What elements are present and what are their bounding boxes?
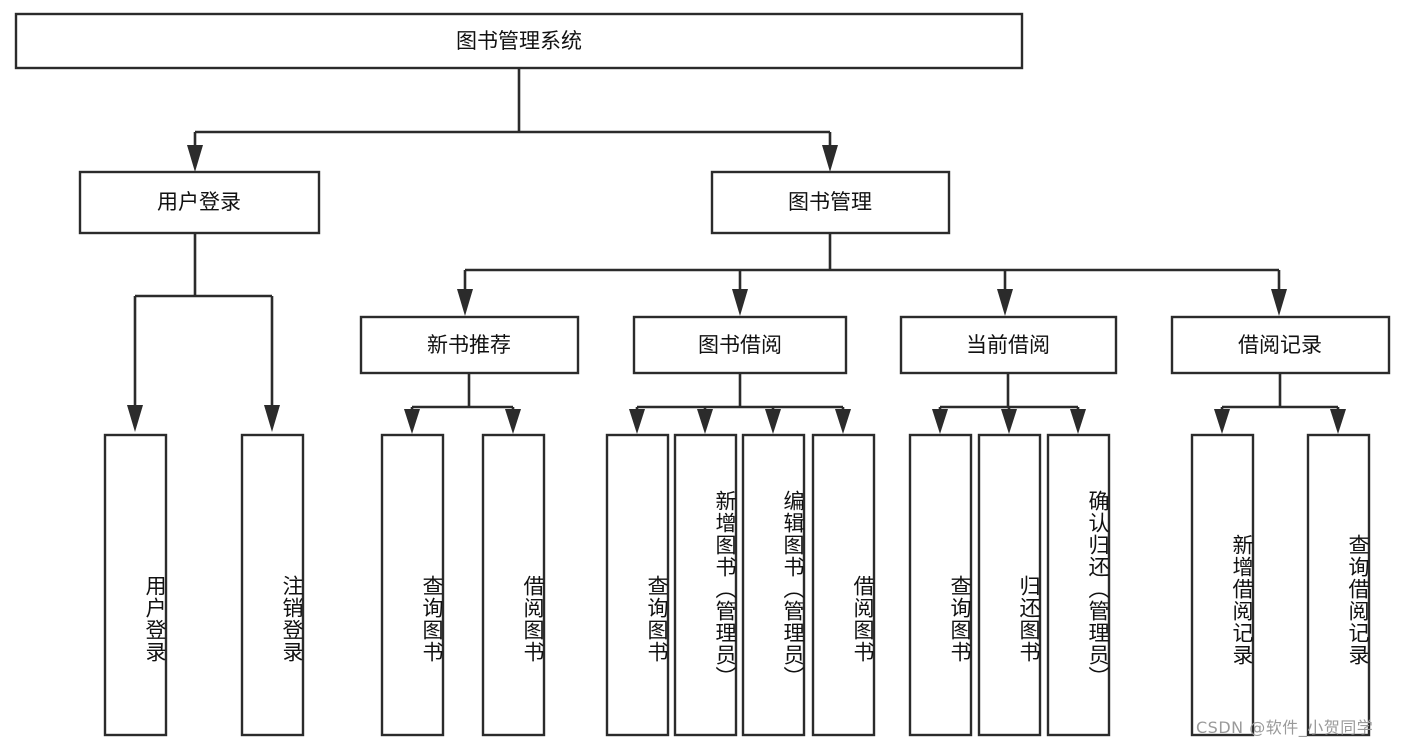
node-leaf-bb-borrow-book[interactable] (811, 433, 876, 737)
node-user-login[interactable] (78, 170, 321, 235)
arrowhead-nb-query (404, 409, 420, 434)
node-leaf-cb-query-book[interactable] (908, 433, 973, 737)
node-leaf-br-add-record[interactable] (1190, 433, 1255, 737)
node-borrow-record[interactable] (1170, 315, 1391, 375)
node-root-label: 图书管理系统 (456, 29, 582, 53)
arrowhead-cb-query (932, 409, 948, 434)
node-book-management-label: 图书管理 (788, 190, 872, 214)
node-root-book-management-system[interactable] (14, 12, 1024, 70)
arrowhead-user-login (187, 145, 203, 172)
arrowhead-leaf-user-login (127, 405, 143, 432)
node-book-borrow-label: 图书借阅 (698, 333, 782, 357)
arrowhead-borrow-record (1271, 289, 1287, 316)
arrowhead-nb-borrow (505, 409, 521, 434)
node-leaf-nb-query-book[interactable] (380, 433, 445, 737)
node-leaf-cb-return-book[interactable] (977, 433, 1042, 737)
node-leaf-bb-edit-book[interactable] (741, 433, 806, 737)
arrowhead-bb-query (629, 409, 645, 434)
connector-layer (127, 69, 1346, 434)
node-book-borrow[interactable] (632, 315, 848, 375)
csdn-watermark: CSDN @软件_小贺同学 (1196, 718, 1374, 737)
node-leaf-nb-borrow-book[interactable] (481, 433, 546, 737)
arrowhead-cb-confirm (1070, 409, 1086, 434)
node-borrow-record-label: 借阅记录 (1238, 333, 1322, 357)
arrowhead-book-manage (822, 145, 838, 172)
node-book-management[interactable] (710, 170, 951, 235)
arrowhead-cb-return (1001, 409, 1017, 434)
node-leaf-logout[interactable] (240, 433, 305, 737)
arrowhead-bb-edit (765, 409, 781, 434)
node-new-book-recommend[interactable] (359, 315, 580, 375)
node-leaf-bb-add-book[interactable] (673, 433, 738, 737)
arrowhead-br-query (1330, 409, 1346, 434)
arrowhead-bb-borrow (835, 409, 851, 434)
arrowhead-new-book (457, 289, 473, 316)
arrowhead-book-borrow (732, 289, 748, 316)
node-current-borrow[interactable] (899, 315, 1118, 375)
node-user-login-label: 用户登录 (157, 190, 241, 214)
node-leaf-cb-confirm-return[interactable] (1046, 433, 1111, 737)
arrowhead-leaf-logout (264, 405, 280, 432)
node-leaf-bb-query-book[interactable] (605, 433, 670, 737)
node-current-borrow-label: 当前借阅 (966, 333, 1050, 357)
node-leaf-user-login[interactable] (103, 433, 168, 737)
arrowhead-bb-add (697, 409, 713, 434)
node-new-book-recommend-label: 新书推荐 (427, 333, 511, 357)
node-layer: 图书管理系统 用户登录 图书管理 新书推荐 图书借阅 当前借阅 借阅记录 (14, 12, 1391, 737)
node-leaf-br-query-record[interactable] (1306, 433, 1371, 737)
arrowhead-br-add (1214, 409, 1230, 434)
arrowhead-current-borrow (997, 289, 1013, 316)
